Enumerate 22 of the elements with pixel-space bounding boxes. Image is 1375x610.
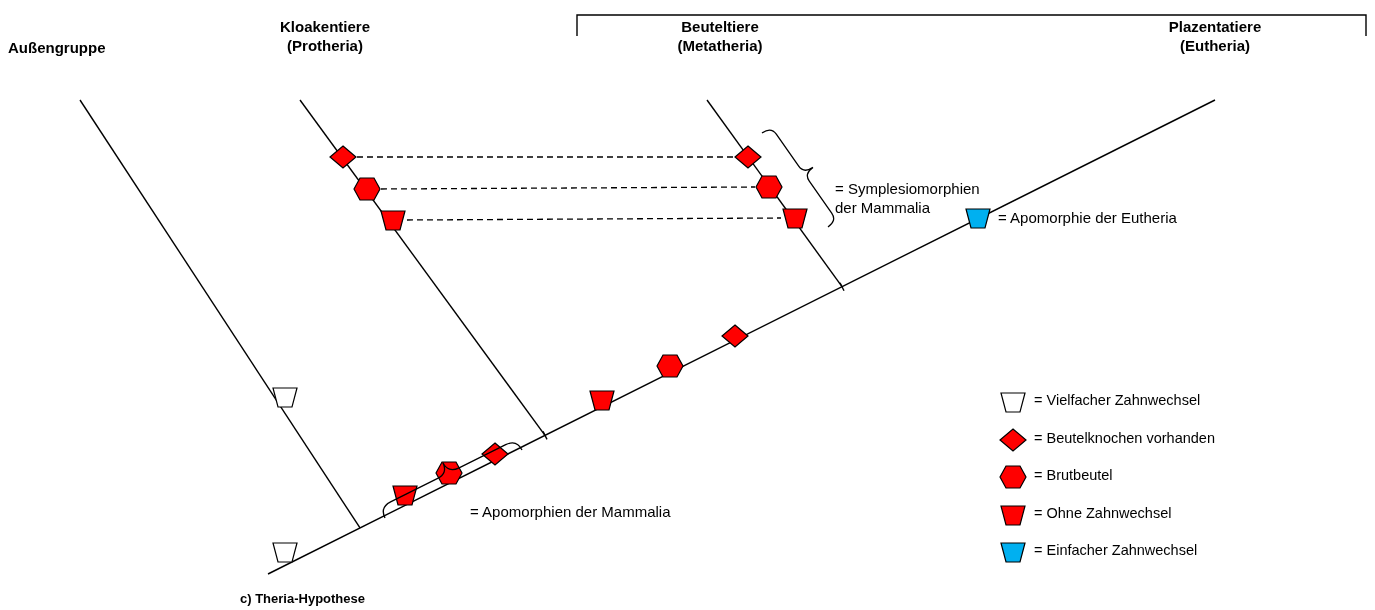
annotation-text: = Apomorphien der Mammalia bbox=[470, 502, 672, 521]
hexagon-marker bbox=[353, 177, 381, 201]
legend-text: = Einfacher Zahnwechsel bbox=[1034, 542, 1198, 558]
hexagon-marker bbox=[755, 175, 783, 199]
diamond-marker bbox=[734, 145, 762, 169]
taxon-label: Außengruppe bbox=[8, 38, 107, 57]
diamond-marker bbox=[329, 145, 357, 169]
annotation-text: = Symplesiomorphien der Mammalia bbox=[835, 179, 981, 217]
trapezoid-marker bbox=[781, 206, 809, 230]
taxon-label: Beuteltiere (Metatheria) bbox=[676, 17, 764, 55]
legend-text: = Ohne Zahnwechsel bbox=[1034, 504, 1172, 521]
taxon-label: Plazentatiere (Eutheria) bbox=[1167, 17, 1263, 55]
taxon-label: Kloakentiere (Protheria) bbox=[278, 17, 371, 55]
dashed-connector bbox=[356, 156, 735, 158]
legend-text: = Beutelknochen vorhanden bbox=[1034, 429, 1215, 446]
trapezoid-marker bbox=[379, 208, 407, 232]
annotation-text: = Apomorphie der Eutheria bbox=[998, 208, 1178, 227]
legend-text: = Brutbeutel bbox=[1034, 467, 1113, 483]
legend-text: = Vielfacher Zahnwechsel bbox=[1034, 392, 1201, 408]
dashed-connector bbox=[380, 186, 756, 190]
dashed-connector bbox=[406, 217, 782, 221]
caption: c) Theria-Hypothese bbox=[240, 590, 365, 608]
